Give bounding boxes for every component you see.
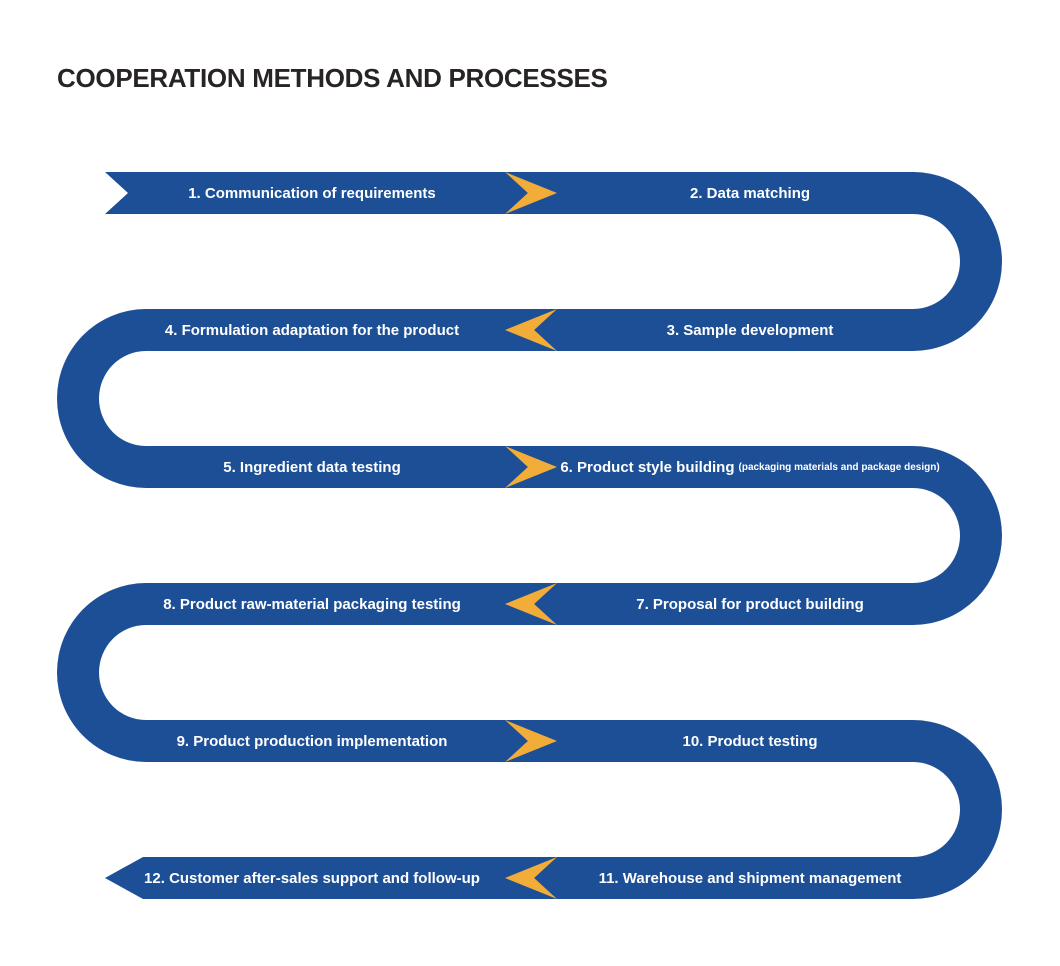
step-label-6: 6. Product style building (packaging mat… xyxy=(560,446,940,488)
step-label-8: 8. Product raw-material packaging testin… xyxy=(163,595,461,613)
step-label-6-main: 6. Product style building xyxy=(560,458,735,476)
step-label-9: 9. Product production implementation xyxy=(176,732,448,750)
step-label-7: 7. Proposal for product building xyxy=(636,595,864,613)
page-title: COOPERATION METHODS AND PROCESSES xyxy=(57,63,608,93)
step-label-2: 2. Data matching xyxy=(689,184,811,202)
step-label-5: 5. Ingredient data testing xyxy=(223,458,401,476)
ribbon-band-row1 xyxy=(105,172,913,214)
step-label-3: 3. Sample development xyxy=(666,321,834,339)
step-label-10: 10. Product testing xyxy=(682,732,818,750)
step-label-4: 4. Formulation adaptation for the produc… xyxy=(164,321,460,339)
step-label-11: 11. Warehouse and shipment management xyxy=(598,869,902,887)
step-label-1: 1. Communication of requirements xyxy=(188,184,436,202)
step-label-12: 12. Customer after-sales support and fol… xyxy=(144,869,480,887)
step-label-6-note: (packaging materials and package design) xyxy=(738,461,940,473)
